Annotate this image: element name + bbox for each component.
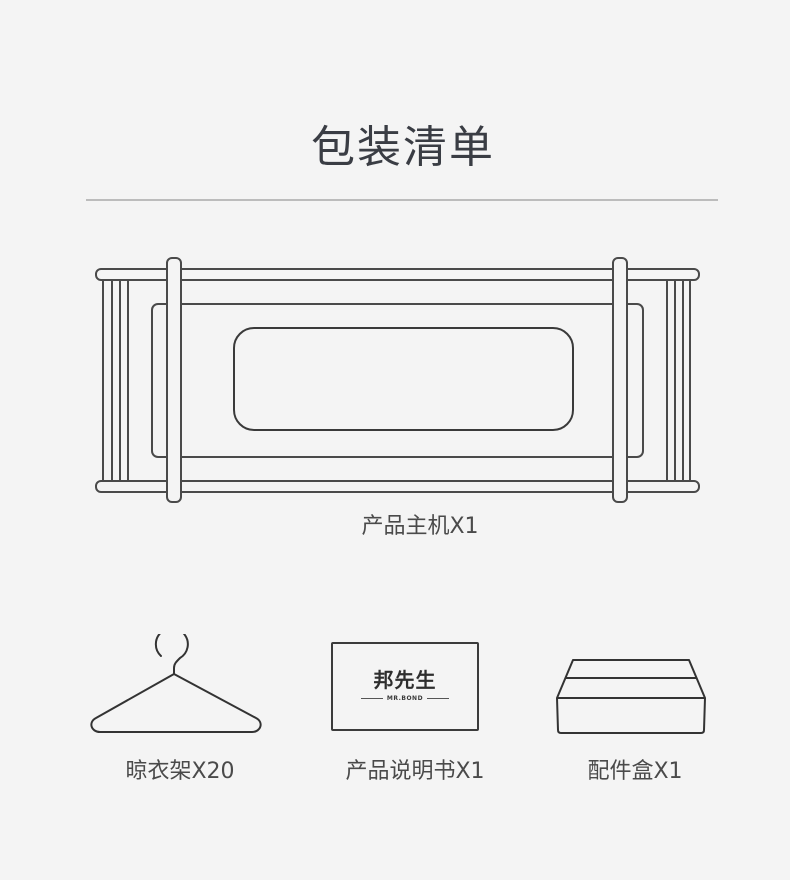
accessory-box-label: 配件盒X1 (587, 759, 683, 784)
box-icon (556, 659, 706, 734)
brand-sub-text: MR.BOND (386, 695, 424, 702)
brand-subtitle: MR.BOND (333, 695, 477, 702)
hanger-label: 晾衣架X20 (125, 759, 235, 784)
brand-logo-text: 邦先生 (373, 668, 437, 692)
manual-icon: 邦先生 MR.BOND (331, 642, 479, 731)
page-title: 包装清单 (311, 122, 495, 173)
main-unit-label: 产品主机X1 (361, 514, 479, 539)
hanger-icon (90, 634, 262, 733)
title-divider (86, 199, 718, 201)
manual-label: 产品说明书X1 (345, 759, 485, 784)
drying-rack-icon (95, 257, 700, 503)
